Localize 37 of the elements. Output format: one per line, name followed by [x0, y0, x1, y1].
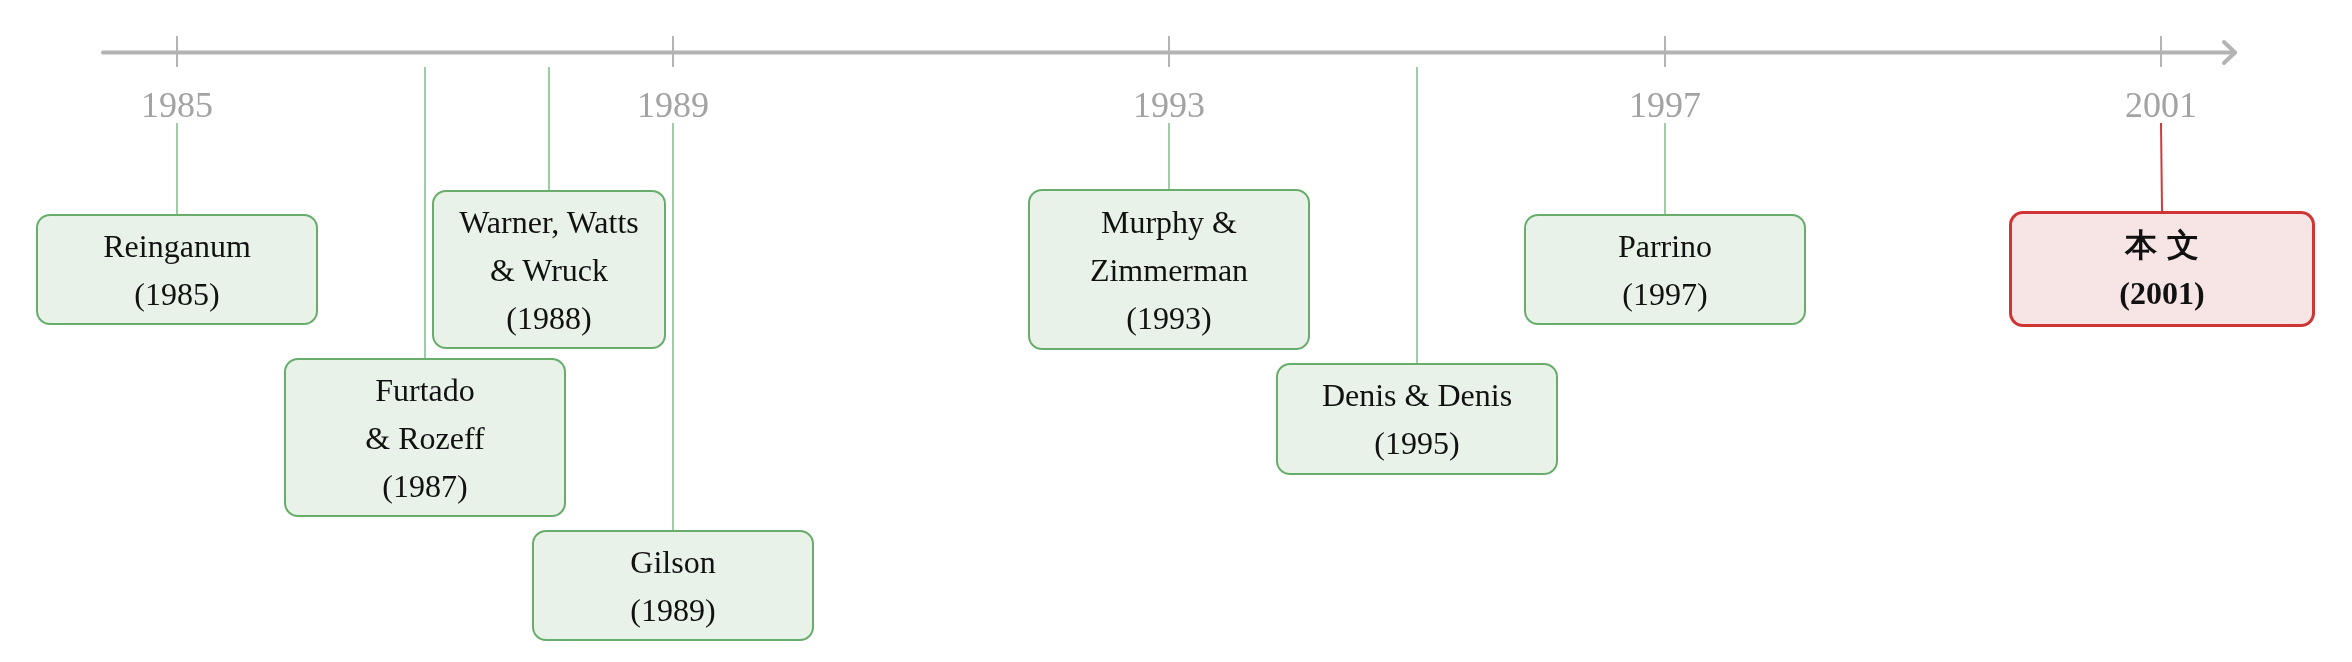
- event-year: (1987): [382, 466, 468, 506]
- event-title: Parrino: [1617, 226, 1713, 266]
- event-title: Gilson: [630, 542, 716, 582]
- event-year: (1988): [506, 298, 592, 338]
- event-card: [36, 214, 318, 325]
- event-card: [2009, 211, 2315, 327]
- stem-line: [2160, 122, 2163, 212]
- axis-year-label: 1985: [141, 87, 213, 123]
- stem-line: [424, 66, 426, 359]
- event-card: [284, 358, 566, 517]
- axis-year-label: 1993: [1133, 87, 1205, 123]
- event-title: Warner, Watts & Wruck: [458, 202, 640, 290]
- event-card: [432, 190, 666, 349]
- event-card: [532, 530, 814, 641]
- stem-line: [176, 122, 178, 215]
- event-year: (1985): [134, 274, 220, 314]
- stem-line: [1168, 122, 1170, 190]
- event-title: Reinganum: [103, 226, 251, 266]
- event-title: Murphy & Zimmerman: [1088, 202, 1250, 290]
- event-year: (1993): [1126, 298, 1212, 338]
- stem-line: [672, 122, 674, 531]
- event-card: [1028, 189, 1310, 350]
- stem-line: [548, 66, 550, 191]
- event-year: (1997): [1622, 274, 1708, 314]
- axis-year-label: 2001: [2125, 87, 2197, 123]
- event-title: Furtado & Rozeff: [364, 370, 486, 458]
- axis-year-label: 1997: [1629, 87, 1701, 123]
- event-year: (1995): [1374, 424, 1460, 463]
- event-title: 本文: [2123, 226, 2209, 265]
- event-year: (2001): [2119, 274, 2205, 313]
- event-year: (1989): [630, 590, 716, 630]
- event-card: [1524, 214, 1806, 325]
- event-card: [1276, 363, 1558, 475]
- stem-line: [1664, 122, 1666, 215]
- stem-line: [1416, 66, 1418, 364]
- axis-year-label: 1989: [637, 87, 709, 123]
- event-title: Denis & Denis: [1321, 376, 1513, 415]
